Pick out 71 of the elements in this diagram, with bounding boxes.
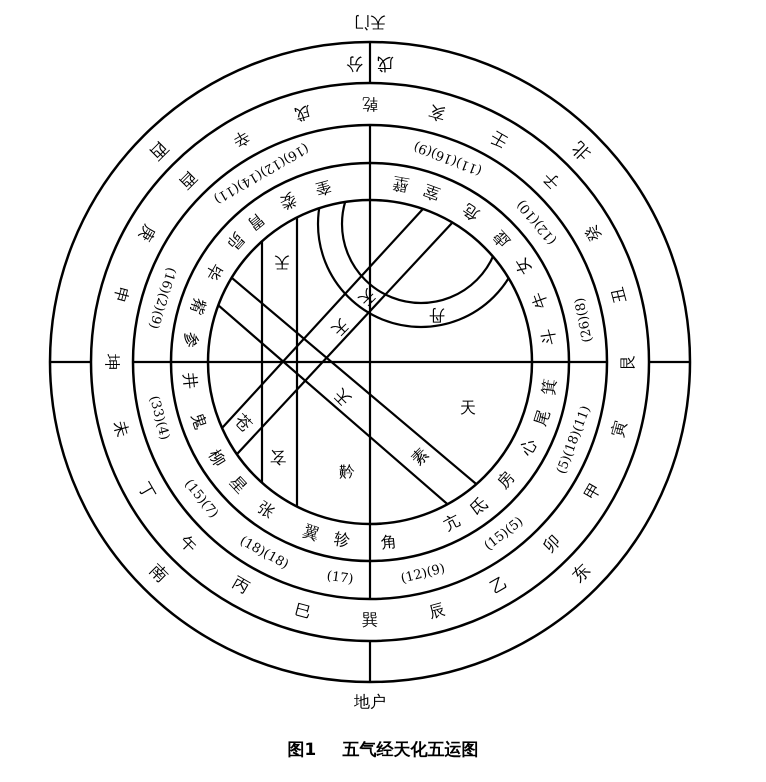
mansion-label: 昴 xyxy=(224,230,248,253)
direction-label: 丑 xyxy=(609,285,629,306)
mansion-label: 箕 xyxy=(540,378,558,396)
mansion-label: 翼 xyxy=(301,522,322,543)
direction-label: 亥 xyxy=(426,102,447,123)
mansion-label: 参 xyxy=(182,331,200,349)
band-label: 丹 xyxy=(429,307,445,323)
band-label: 黅 xyxy=(339,464,355,480)
mansion-label: 鬼 xyxy=(189,410,210,431)
direction-label: 西 xyxy=(146,138,170,162)
direction-label: 甲 xyxy=(582,480,604,502)
mansion-label: 牛 xyxy=(529,290,550,310)
mansion-label: 亢 xyxy=(441,512,463,534)
mansion-label: 张 xyxy=(255,498,278,521)
band-label: 天 xyxy=(460,400,476,416)
direction-label: 丙 xyxy=(230,574,252,596)
direction-label: 子 xyxy=(541,168,564,191)
mansion-label: 觜 xyxy=(188,296,208,316)
band-label: 天 xyxy=(274,254,290,270)
mansion-label: 尾 xyxy=(532,408,552,428)
direction-label: 丁 xyxy=(136,480,158,502)
direction-label: 辰 xyxy=(426,601,447,621)
mansion-label: 房 xyxy=(494,469,518,492)
band-label: 玄 xyxy=(270,449,286,465)
direction-label: 艮 xyxy=(620,354,636,370)
mansion-label: 胃 xyxy=(245,210,268,233)
direction-label: 卯 xyxy=(541,533,564,556)
mansion-label: 毕 xyxy=(202,260,225,283)
mansion-label: 女 xyxy=(512,255,534,278)
direction-label: 戊分 xyxy=(332,54,395,71)
mansion-label: 氐 xyxy=(467,494,490,518)
direction-label: 北 xyxy=(570,138,594,162)
band-label: 苍 xyxy=(232,412,254,434)
mansion-label: 室 xyxy=(421,182,442,203)
direction-label: 未 xyxy=(110,418,131,439)
direction-label: 午 xyxy=(176,533,199,556)
direction-label: 申 xyxy=(110,285,131,306)
mansion-label: 危 xyxy=(460,201,482,224)
mansion-label: 壁 xyxy=(392,174,411,194)
direction-label: 巳 xyxy=(293,601,314,621)
mansion-label: 角 xyxy=(380,532,398,550)
direction-label: 乾 xyxy=(362,96,378,112)
degree-label: (33)(4) xyxy=(147,394,172,442)
mansion-label: 柳 xyxy=(206,446,228,469)
direction-label: 巽 xyxy=(362,612,378,628)
degree-label: (12)(9) xyxy=(399,562,446,586)
mansion-label: 心 xyxy=(518,436,540,458)
direction-label: 酉 xyxy=(176,168,199,191)
direction-label: 寅 xyxy=(609,418,629,439)
direction-label: 癸 xyxy=(582,222,604,244)
band-label: 天 xyxy=(332,386,354,408)
direction-label: 戌 xyxy=(293,102,314,123)
direction-label: 东 xyxy=(570,562,594,586)
band-label: 天 xyxy=(328,316,352,338)
direction-label: 乙 xyxy=(488,574,510,596)
degree-label: (17) xyxy=(326,570,354,586)
direction-label: 庚 xyxy=(136,222,158,244)
mansion-label: 斗 xyxy=(540,328,558,346)
degree-label: (26)(8) xyxy=(573,297,595,344)
band-label: 素 xyxy=(408,446,432,468)
direction-label: 壬 xyxy=(488,128,510,150)
mansion-label: 轸 xyxy=(332,531,351,550)
mansion-label: 虚 xyxy=(490,228,514,250)
gate-label: 天门 xyxy=(354,14,386,30)
mansion-label: 奎 xyxy=(313,178,334,198)
direction-label: 南 xyxy=(146,562,170,586)
gate-label: 地户 xyxy=(354,694,386,710)
direction-label: 坤 xyxy=(104,354,120,370)
mansion-label: 星 xyxy=(226,474,250,496)
figure-caption: 图1 五气经天化五运图 xyxy=(286,739,480,761)
mansion-label: 井 xyxy=(182,372,200,390)
